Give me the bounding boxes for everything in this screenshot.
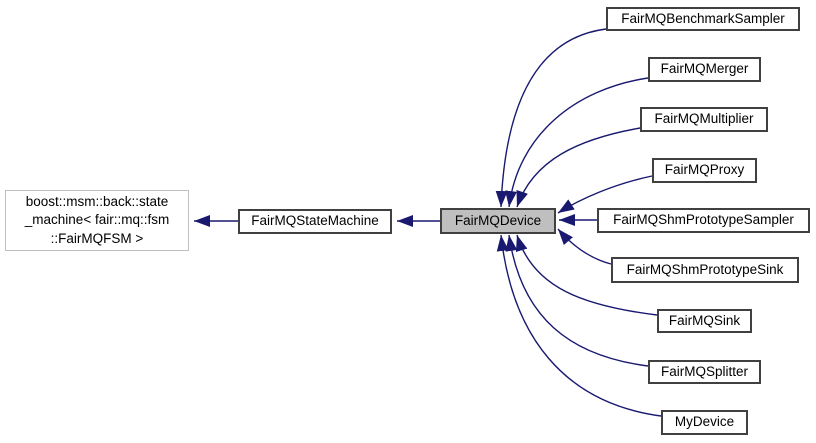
class-node-fairmqbenchmarksampler[interactable]: FairMQBenchmarkSampler bbox=[606, 7, 800, 31]
class-node-boost-msm-state-machine: boost::msm::back::state _machine< fair::… bbox=[5, 190, 189, 251]
class-node-label: FairMQShmPrototypeSink bbox=[626, 261, 784, 277]
inheritance-edge-proxy-to-device bbox=[557, 175, 653, 214]
class-node-mydevice[interactable]: MyDevice bbox=[661, 410, 748, 435]
class-node-fairmqshmprototypesampler[interactable]: FairMQShmPrototypeSampler bbox=[597, 208, 810, 233]
class-node-label: FairMQStateMachine bbox=[251, 213, 379, 229]
class-node-label: FairMQSink bbox=[668, 312, 741, 328]
class-node-label: FairMQProxy bbox=[664, 162, 745, 178]
class-node-fairmqshmprototypesink[interactable]: FairMQShmPrototypeSink bbox=[611, 257, 799, 283]
class-node-fairmqsink[interactable]: FairMQSink bbox=[657, 309, 752, 333]
class-node-fairmqmultiplier[interactable]: FairMQMultiplier bbox=[640, 107, 768, 132]
class-node-fairmqsplitter[interactable]: FairMQSplitter bbox=[648, 360, 761, 384]
class-node-label: FairMQMultiplier bbox=[654, 111, 754, 127]
class-node-label: FairMQMerger bbox=[660, 61, 749, 77]
class-node-label: FairMQDevice bbox=[454, 212, 542, 228]
inheritance-edge-sink-to-device bbox=[515, 234, 658, 316]
inheritance-edge-splitter-to-device bbox=[505, 234, 649, 367]
class-node-label: FairMQBenchmarkSampler bbox=[621, 10, 785, 26]
class-node-label: MyDevice bbox=[674, 414, 735, 430]
class-node-label: boost::msm::back::state _machine< fair::… bbox=[24, 193, 170, 246]
class-node-fairmqstatemachine[interactable]: FairMQStateMachine bbox=[238, 209, 392, 234]
class-node-label: FairMQShmPrototypeSampler bbox=[613, 212, 794, 228]
class-node-fairmqdevice: FairMQDevice bbox=[440, 208, 556, 234]
class-node-fairmqproxy[interactable]: FairMQProxy bbox=[652, 158, 757, 183]
inheritance-edge-multiplier-to-device bbox=[516, 127, 641, 208]
class-node-fairmqmerger[interactable]: FairMQMerger bbox=[648, 57, 761, 82]
inheritance-edge-shmprototypesink-to-device bbox=[557, 228, 612, 265]
inheritance-edge-benchmarksampler-to-device bbox=[495, 28, 607, 208]
inheritance-edge-merger-to-device bbox=[505, 77, 649, 208]
class-node-label: FairMQSplitter bbox=[660, 363, 748, 379]
inheritance-edge-mydevice-to-device bbox=[496, 234, 662, 417]
